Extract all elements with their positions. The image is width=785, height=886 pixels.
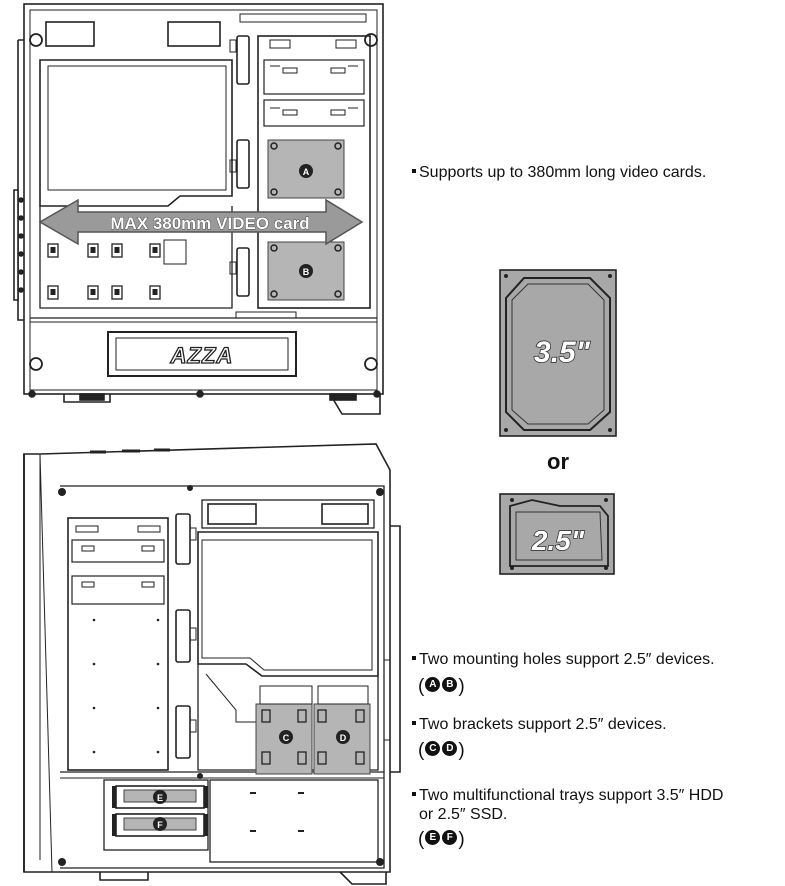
hdd-3-5-drive <box>499 269 617 437</box>
svg-text:E: E <box>157 793 163 803</box>
marker-c: C <box>279 730 293 744</box>
ssd-size-label: 2.5" <box>531 525 585 556</box>
circled-letter-icon: C <box>425 741 441 757</box>
note-trays: Two multifunctional trays support 3.5″ H… <box>412 786 723 806</box>
circled-letter-icon: A <box>425 677 441 693</box>
video-card-arrow <box>38 198 364 246</box>
bracket-d <box>313 685 371 775</box>
marker-d: D <box>336 730 350 744</box>
circled-letter-icon: B <box>442 677 458 693</box>
marker-b: B <box>299 264 313 278</box>
svg-text:B: B <box>303 267 310 277</box>
square-bullet-icon <box>412 655 416 660</box>
square-bullet-icon <box>412 720 416 725</box>
video-card-banner-text: MAX 380mm VIDEO card <box>110 214 309 233</box>
note-brackets: Two brackets support 2.5″ devices. <box>412 715 667 735</box>
or-label: or <box>547 449 569 474</box>
cage-dots <box>92 618 304 832</box>
marker-f: F <box>153 817 167 831</box>
note-mount-holes: Two mounting holes support 2.5″ devices. <box>412 650 715 670</box>
svg-text:A: A <box>303 167 310 177</box>
circled-letter-icon: E <box>425 830 441 846</box>
svg-text:C: C <box>283 733 290 743</box>
marker-a: A <box>299 164 313 178</box>
top-case-view <box>13 3 384 415</box>
svg-text:F: F <box>157 820 163 830</box>
top-case-clips <box>47 243 161 300</box>
bracket-c <box>255 685 313 775</box>
square-bullet-icon <box>412 791 416 796</box>
ssd-2-5-drive <box>499 493 615 575</box>
svg-text:D: D <box>340 733 347 743</box>
circled-letter-icon: F <box>442 830 458 846</box>
bottom-case-view <box>23 443 401 885</box>
marker-e: E <box>153 790 167 804</box>
brand-logo: AZZA <box>170 343 234 368</box>
hdd-size-label: 3.5" <box>534 336 591 369</box>
note-video-card: Supports up to 380mm long video cards. <box>412 163 706 183</box>
square-bullet-icon <box>412 168 416 173</box>
circled-letter-icon: D <box>442 741 458 757</box>
note-trays-line2: or 2.5″ SSD. <box>419 806 508 823</box>
